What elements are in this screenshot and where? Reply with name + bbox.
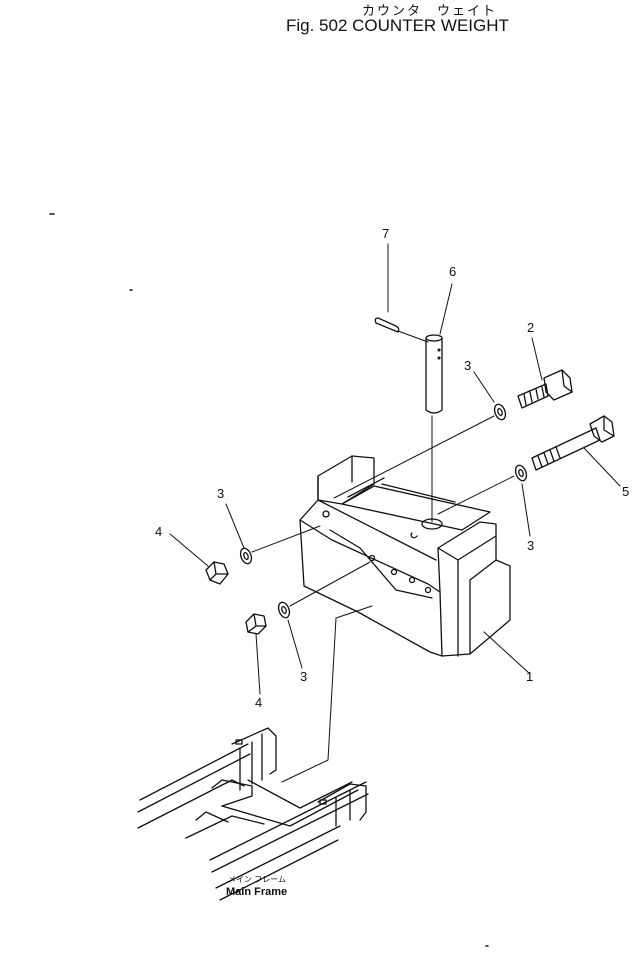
nut-parts [205,561,267,635]
figure-title: Fig. 502 COUNTER WEIGHT [286,16,509,35]
main-frame-label: Main Frame [226,886,287,898]
spring-pin-part [374,317,429,343]
callout-3-top: 3 [464,358,471,373]
leader-lines [49,213,621,947]
callout-4-lower: 4 [255,695,262,710]
callout-5: 5 [622,484,629,499]
callout-3-left: 3 [217,486,224,501]
main-frame-part [137,727,369,901]
short-bolt-part [517,369,573,409]
callout-numbers: 1 2 3 3 3 3 4 4 5 6 7 メイン フレーム Main Fram… [155,226,629,898]
callout-3-bottom: 3 [300,669,307,684]
washer-parts [239,403,528,619]
assembly-centerlines [251,415,515,783]
counterweight-part [299,455,511,657]
callout-6: 6 [449,264,456,279]
callout-7: 7 [382,226,389,241]
main-frame-label-japanese: メイン フレーム [228,875,286,884]
figure-title-japanese: カウンタ ウェイト [362,4,498,19]
callout-4-upper: 4 [155,524,162,539]
long-bolt-part [531,415,615,471]
callout-3-right: 3 [527,538,534,553]
callout-1: 1 [526,669,533,684]
pin-part [425,334,443,523]
callout-2: 2 [527,320,534,335]
